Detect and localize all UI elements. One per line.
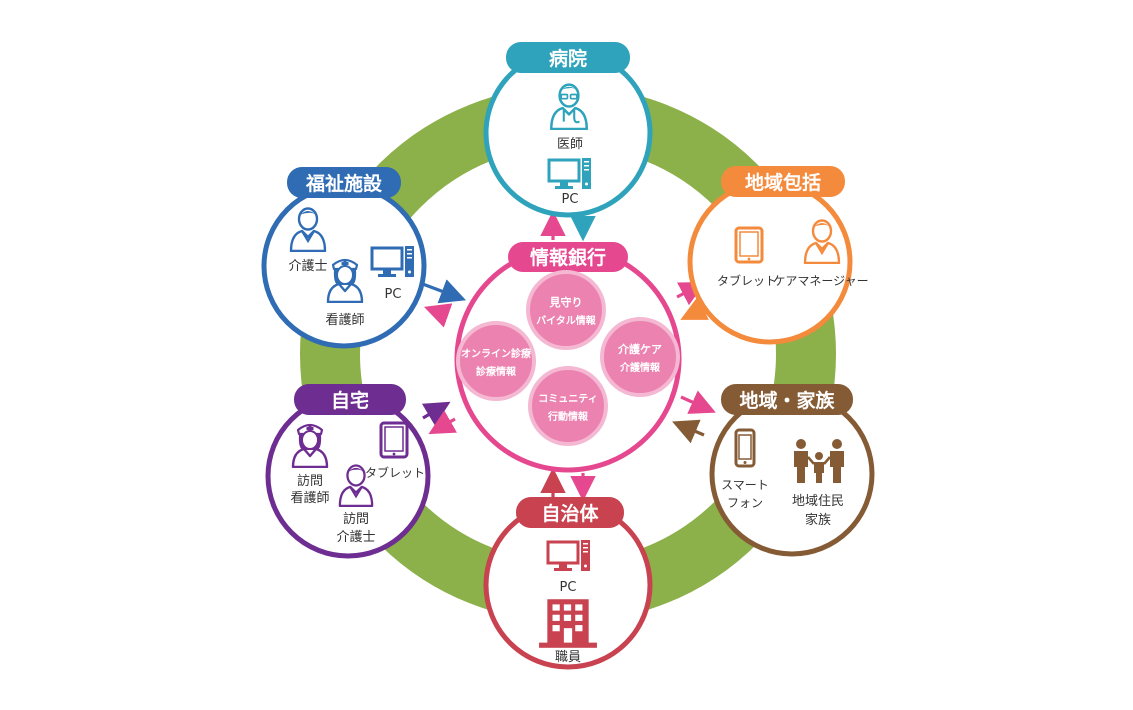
bubble-nursing-care: 介護ケア 介護情報: [600, 317, 680, 397]
svg-text:コミュニティ: コミュニティ: [538, 393, 597, 405]
home-title: 自宅: [331, 389, 369, 412]
hospital-title: 病院: [549, 47, 587, 70]
home-title-pill: [294, 384, 406, 415]
node-community-center: 地域包括 タブレット ケアマネージャー: [687, 166, 869, 345]
visiting-caregiver-label-2: 介護士: [336, 529, 375, 545]
community-title: 地域包括: [745, 171, 821, 194]
hospital-title-pill: [506, 42, 630, 73]
visiting-nurse-label-1: 訪問: [297, 473, 323, 489]
node-local-family: 地域・家族 スマート フォン 地域住民 家族: [709, 384, 875, 557]
tablet-label: タブレット: [717, 273, 777, 288]
smartphone-label-2: フォン: [727, 496, 763, 510]
family-label: 家族: [805, 512, 831, 528]
caregiver-label: 介護士: [288, 258, 327, 274]
pc-label: PC: [562, 192, 579, 207]
smartphone-label-1: スマート: [721, 478, 769, 492]
local-title: 地域・家族: [739, 389, 835, 412]
bubble-online-care: オンライン診療 診療情報: [456, 321, 536, 401]
visiting-nurse-label-2: 看護師: [290, 490, 329, 506]
care-manager-label: ケアマネージャー: [773, 274, 868, 288]
svg-text:バイタル情報: バイタル情報: [536, 314, 597, 327]
bubble-community: コミュニティ 行動情報: [528, 366, 608, 446]
connection-arrows: [419, 210, 716, 502]
community-title-pill: [721, 166, 845, 197]
doctor-label: 医師: [557, 137, 583, 152]
center-info-bank: 情報銀行 見守り バイタル情報 オンライン診療 診療情報 介護ケア 介護情報 コ…: [454, 242, 682, 473]
visiting-caregiver-label-1: 訪問: [343, 511, 369, 527]
municipal-title-pill: [516, 497, 624, 528]
node-municipality: 自治体 PC 職員: [483, 497, 653, 670]
tablet-label: タブレット: [365, 465, 425, 480]
svg-text:オンライン診療: オンライン診療: [461, 347, 531, 360]
pc-label: PC: [560, 580, 577, 595]
welfare-title-pill: [287, 167, 401, 198]
svg-text:介護情報: 介護情報: [619, 361, 661, 374]
staff-label: 職員: [555, 650, 581, 665]
local-title-pill: [721, 384, 853, 415]
residents-label: 地域住民: [792, 494, 844, 509]
svg-text:診療情報: 診療情報: [476, 365, 517, 378]
smartphone-icon: [734, 428, 756, 468]
tablet-icon: [734, 226, 764, 264]
tablet-icon: [379, 421, 409, 459]
welfare-title: 福祉施設: [305, 172, 383, 195]
svg-text:介護ケア: 介護ケア: [617, 342, 662, 356]
node-home: 自宅 訪問 看護師 訪問 介護士 タブレット: [265, 384, 431, 559]
center-title-pill: [508, 242, 628, 272]
center-title: 情報銀行: [530, 246, 606, 269]
municipal-title: 自治体: [541, 502, 599, 525]
building-icon: [539, 599, 597, 648]
bubble-monitoring: 見守り バイタル情報: [526, 270, 606, 350]
node-welfare-facility: 福祉施設 介護士 看護師 PC: [261, 167, 427, 349]
svg-text:行動情報: 行動情報: [547, 410, 589, 423]
pc-label: PC: [385, 287, 402, 302]
node-hospital: 病院 医師 PC: [483, 42, 653, 218]
svg-text:見守り: 見守り: [549, 295, 583, 309]
nurse-label: 看護師: [325, 312, 364, 328]
